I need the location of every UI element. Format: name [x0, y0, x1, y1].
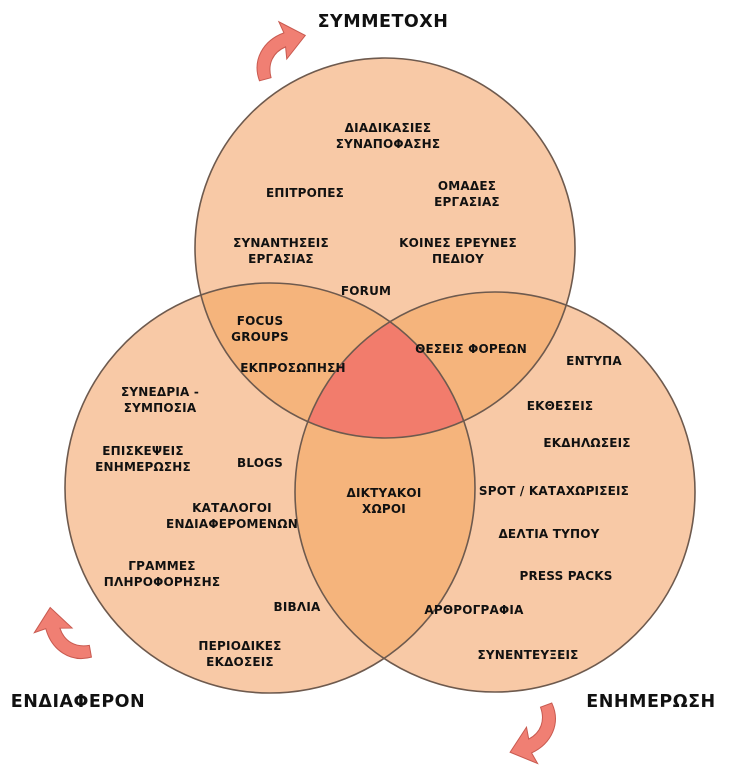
information-outline — [294, 291, 696, 693]
curved-arrow-icon — [509, 702, 556, 765]
participation-title: ΣΥΜΜΕΤΟΧΗ — [318, 12, 449, 32]
overlap-item: ΕΚΠΡΟΣΩΠΗΣΗ — [240, 361, 345, 375]
information-item: ΕΝΤΥΠΑ — [566, 354, 622, 368]
information-item: SPOT / ΚΑΤΑΧΩΡΙΣΕΙΣ — [479, 484, 629, 498]
interest-title: ΕΝΔΙΑΦΕΡΟΝ — [11, 692, 145, 712]
information-item: ΣΥΝΕΝΤΕΥΞΕΙΣ — [477, 648, 578, 662]
center-overlap — [295, 292, 475, 438]
participation-outline — [194, 57, 576, 439]
information-item: ΕΚΔΗΛΩΣΕΙΣ — [543, 436, 630, 450]
information-item: PRESS PACKS — [519, 569, 612, 583]
participation-item: ΕΠΙΤΡΟΠΕΣ — [266, 186, 344, 200]
information-item: ΔΕΛΤΙΑ ΤΥΠΟΥ — [498, 527, 599, 541]
curved-arrow-icon — [33, 606, 92, 659]
information-item: ΑΡΘΡΟΓΡΑΦΙΑ — [424, 603, 524, 617]
information-item: ΕΚΘΕΣΕΙΣ — [527, 399, 594, 413]
overlap-item: ΘΕΣΕΙΣ ΦΟΡΕΩΝ — [415, 342, 527, 356]
interest-item: ΒΙΒΛΙΑ — [274, 600, 322, 614]
curved-arrow-icon — [256, 20, 307, 82]
interest-item: BLOGS — [237, 456, 283, 470]
information-title: ΕΝΗΜΕΡΩΣΗ — [586, 692, 715, 712]
participation-item: FORUM — [341, 284, 391, 298]
interest-item: ΣΥΝΕΔΡΙΑ -ΣΥΜΠΟΣΙΑ — [121, 385, 199, 415]
interest-outline — [64, 282, 476, 694]
